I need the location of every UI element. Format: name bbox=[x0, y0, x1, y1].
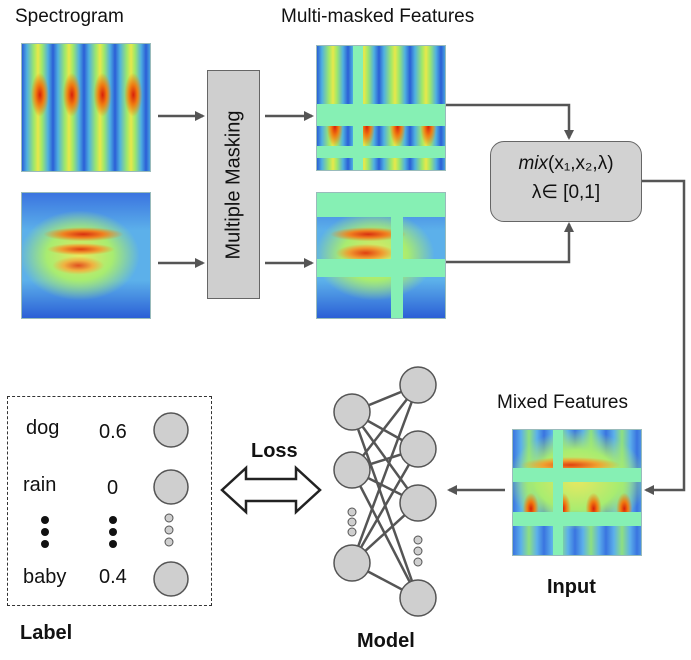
label-node-ellipsis bbox=[164, 513, 174, 547]
model-output-node bbox=[399, 366, 437, 404]
label-value-dog: 0.6 bbox=[99, 421, 127, 443]
label-value-baby: 0.4 bbox=[99, 566, 127, 588]
multiple-masking-box: Multiple Masking bbox=[207, 70, 260, 299]
model-output-node bbox=[399, 484, 437, 522]
label-box bbox=[7, 396, 212, 606]
label-section-label: Label bbox=[20, 622, 73, 644]
label-name-dog: dog bbox=[26, 417, 60, 439]
label-node-dog bbox=[153, 412, 189, 448]
label-node-baby bbox=[153, 561, 189, 597]
mix-function-args: (x₁,x₂,λ) bbox=[548, 153, 614, 174]
mix-function-box: mix(x₁,x₂,λ) λ∈ [0,1] bbox=[490, 141, 642, 222]
multi-masked-features-title: Multi-masked Features bbox=[281, 6, 475, 27]
model-input-node bbox=[333, 544, 371, 582]
mix-function-formula: mix(x₁,x₂,λ) bbox=[491, 153, 641, 175]
loss-double-arrow bbox=[220, 465, 322, 515]
loss-label: Loss bbox=[251, 440, 298, 462]
label-name-rain: rain bbox=[23, 474, 57, 496]
arrow-mix-to-mixed bbox=[642, 179, 686, 495]
model-ellipsis bbox=[347, 507, 423, 567]
model-input-node bbox=[333, 451, 371, 489]
masked-feature-dog bbox=[316, 45, 446, 171]
label-ellipsis-dots bbox=[41, 516, 117, 548]
label-name-baby: baby bbox=[23, 566, 67, 588]
label-node-rain bbox=[153, 469, 189, 505]
input-label: Input bbox=[547, 576, 596, 598]
mixed-feature-spectrogram bbox=[512, 429, 642, 556]
label-value-rain: 0 bbox=[107, 477, 119, 499]
model-output-node bbox=[399, 579, 437, 617]
mix-function-name: mix bbox=[518, 153, 549, 174]
model-label: Model bbox=[357, 630, 415, 652]
model-output-node bbox=[399, 430, 437, 468]
spectrogram-rain bbox=[21, 192, 151, 319]
lambda-constraint: λ∈ [0,1] bbox=[531, 182, 601, 203]
arrow-masked2-to-mix bbox=[446, 222, 574, 264]
spectrogram-dog bbox=[21, 43, 151, 172]
arrow-masked1-to-mix bbox=[446, 103, 574, 140]
mixed-features-title: Mixed Features bbox=[497, 392, 628, 413]
model-input-node bbox=[333, 393, 371, 431]
spectrogram-title: Spectrogram bbox=[15, 6, 124, 27]
masked-feature-rain bbox=[316, 192, 446, 319]
